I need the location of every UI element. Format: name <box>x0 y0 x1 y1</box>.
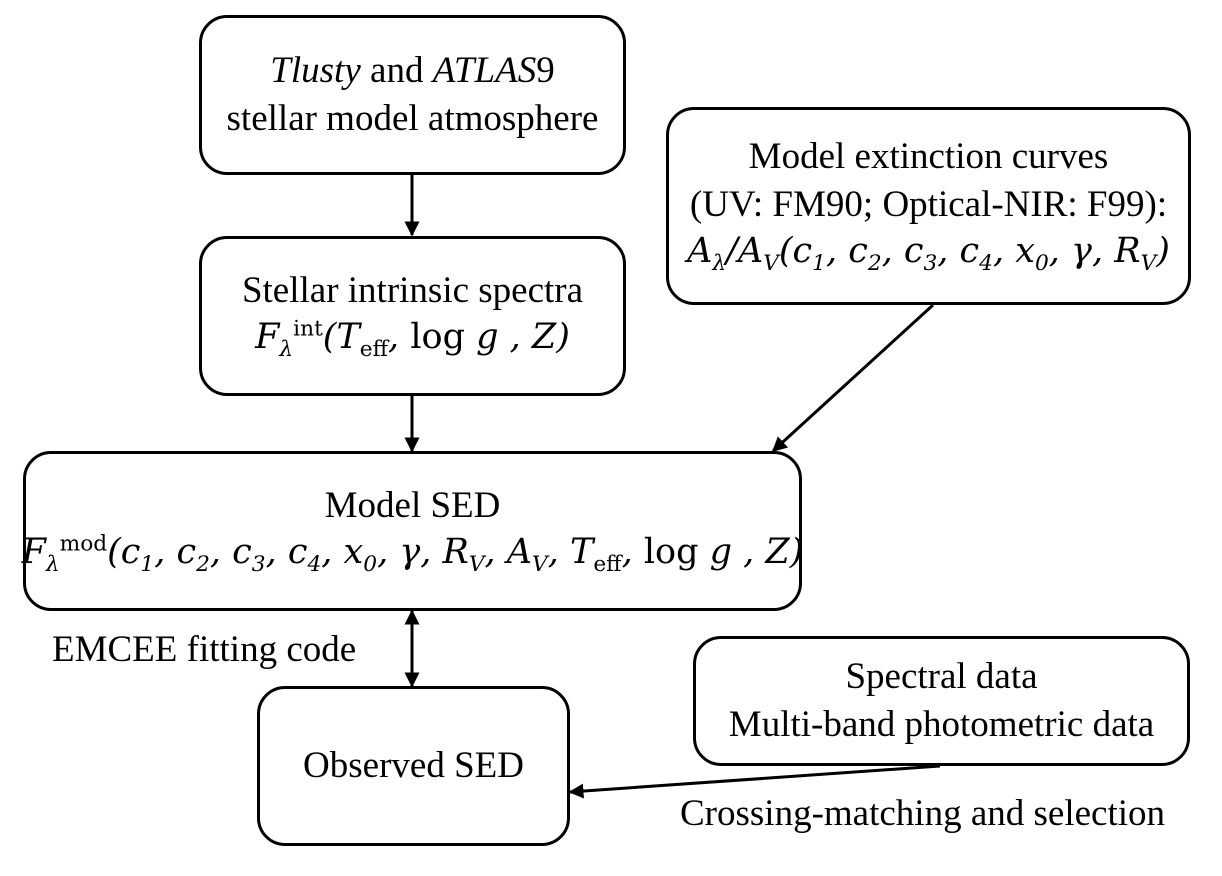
model-sed-superscript: mod <box>59 531 108 557</box>
extinction-box: Model extinction curves (UV: FM90; Optic… <box>666 107 1191 305</box>
atmosphere-title: Tlusty and ATLAS9 <box>270 47 554 95</box>
observed-sed-title: Observed SED <box>303 744 524 786</box>
emcee-edge-label: EMCEE fitting code <box>52 629 357 670</box>
model-sed-box: Model SED Fλmod(c1, c2, c3, c4, x0, γ, R… <box>21 451 804 611</box>
atmosphere-box: Tlusty and ATLAS9 stellar model atmosphe… <box>199 15 626 175</box>
intrinsic-formula: Fλint(Teff, log g , Z) <box>255 316 570 363</box>
photometric-data-label: Multi-band photometric data <box>728 704 1155 745</box>
intrinsic-box: Stellar intrinsic spectra Fλint(Teff, lo… <box>199 236 626 396</box>
crossmatch-edge-label: Crossing-matching and selection <box>680 793 1166 834</box>
data-box: Spectral data Multi-band photometric dat… <box>693 636 1190 766</box>
model-sed-formula: Fλmod(c1, c2, c3, c4, x0, γ, RV, AV, Tef… <box>21 531 804 578</box>
and-label: and <box>360 49 433 91</box>
atlas-label: ATLAS <box>432 49 537 91</box>
tlusty-label: Tlusty <box>270 49 361 91</box>
arrow-extinction-to-model <box>771 303 935 453</box>
atmosphere-subtitle: stellar model atmosphere <box>226 98 599 139</box>
extinction-formula: Aλ/AV(c1, c2, c3, c4, x0, γ, RV) <box>687 231 1170 277</box>
model-sed-title: Model SED <box>324 485 501 527</box>
extinction-title: Model extinction curves <box>748 136 1109 178</box>
spectral-data-label: Spectral data <box>845 655 1038 697</box>
arrow-data-to-observed <box>568 764 941 799</box>
intrinsic-superscript: int <box>293 316 323 342</box>
atlas-number: 9 <box>536 49 555 91</box>
extinction-models: (UV: FM90; Optical-NIR: F99): <box>689 184 1168 226</box>
intrinsic-title: Stellar intrinsic spectra <box>241 270 584 312</box>
observed-sed-box: Observed SED <box>257 686 570 846</box>
